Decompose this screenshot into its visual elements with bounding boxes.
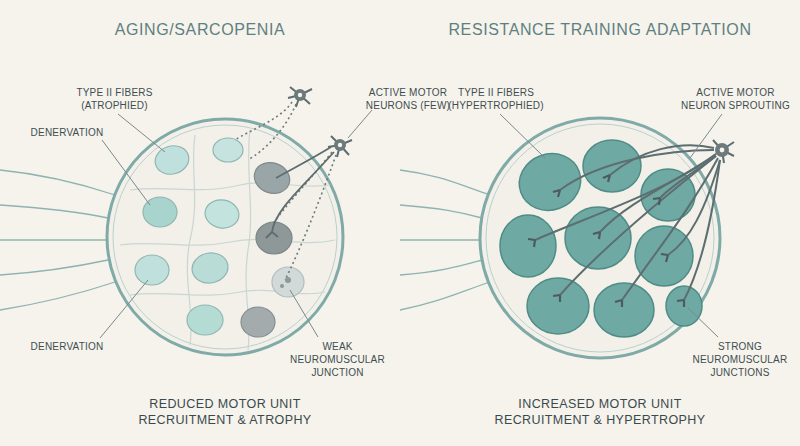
callout-label: DENERVATION xyxy=(22,340,112,353)
callout-label: DENERVATION xyxy=(22,126,112,139)
atrophied-fibers xyxy=(135,138,304,337)
panel-summary: REDUCED MOTOR UNIT RECRUITMENT & ATROPHY xyxy=(118,396,332,429)
callout-label: WEAK NEUROMUSCULAR JUNCTION xyxy=(290,340,385,379)
muscle-cross-section xyxy=(480,118,720,358)
connective-tissue xyxy=(120,130,335,350)
callout-label: TYPE II FIBERS (HYPERTROPHIED) xyxy=(440,86,552,112)
callout-label: STRONG NEUROMUSCULAR JUNCTIONS xyxy=(690,340,790,379)
fascia-ring xyxy=(486,124,714,352)
sprouting-neuron xyxy=(528,140,734,307)
motor-neurons xyxy=(235,87,352,288)
callout-label: ACTIVE MOTOR NEURON SPROUTING xyxy=(678,86,793,112)
muscle-cross-section xyxy=(107,119,343,355)
tendon-lines xyxy=(400,170,490,310)
callout-label: TYPE II FIBERS (ATROPHIED) xyxy=(62,86,167,112)
panel-title: AGING/SARCOPENIA xyxy=(70,20,330,41)
panel-summary: INCREASED MOTOR UNIT RECRUITMENT & HYPER… xyxy=(482,396,718,429)
fascia-ring xyxy=(113,125,337,349)
leader-lines xyxy=(100,110,372,338)
panel-title: RESISTANCE TRAINING ADAPTATION xyxy=(430,20,770,41)
leader-lines xyxy=(500,114,722,337)
tendon-lines xyxy=(0,170,115,310)
callout-label: ACTIVE MOTOR NEURONS (FEW) xyxy=(362,86,454,112)
